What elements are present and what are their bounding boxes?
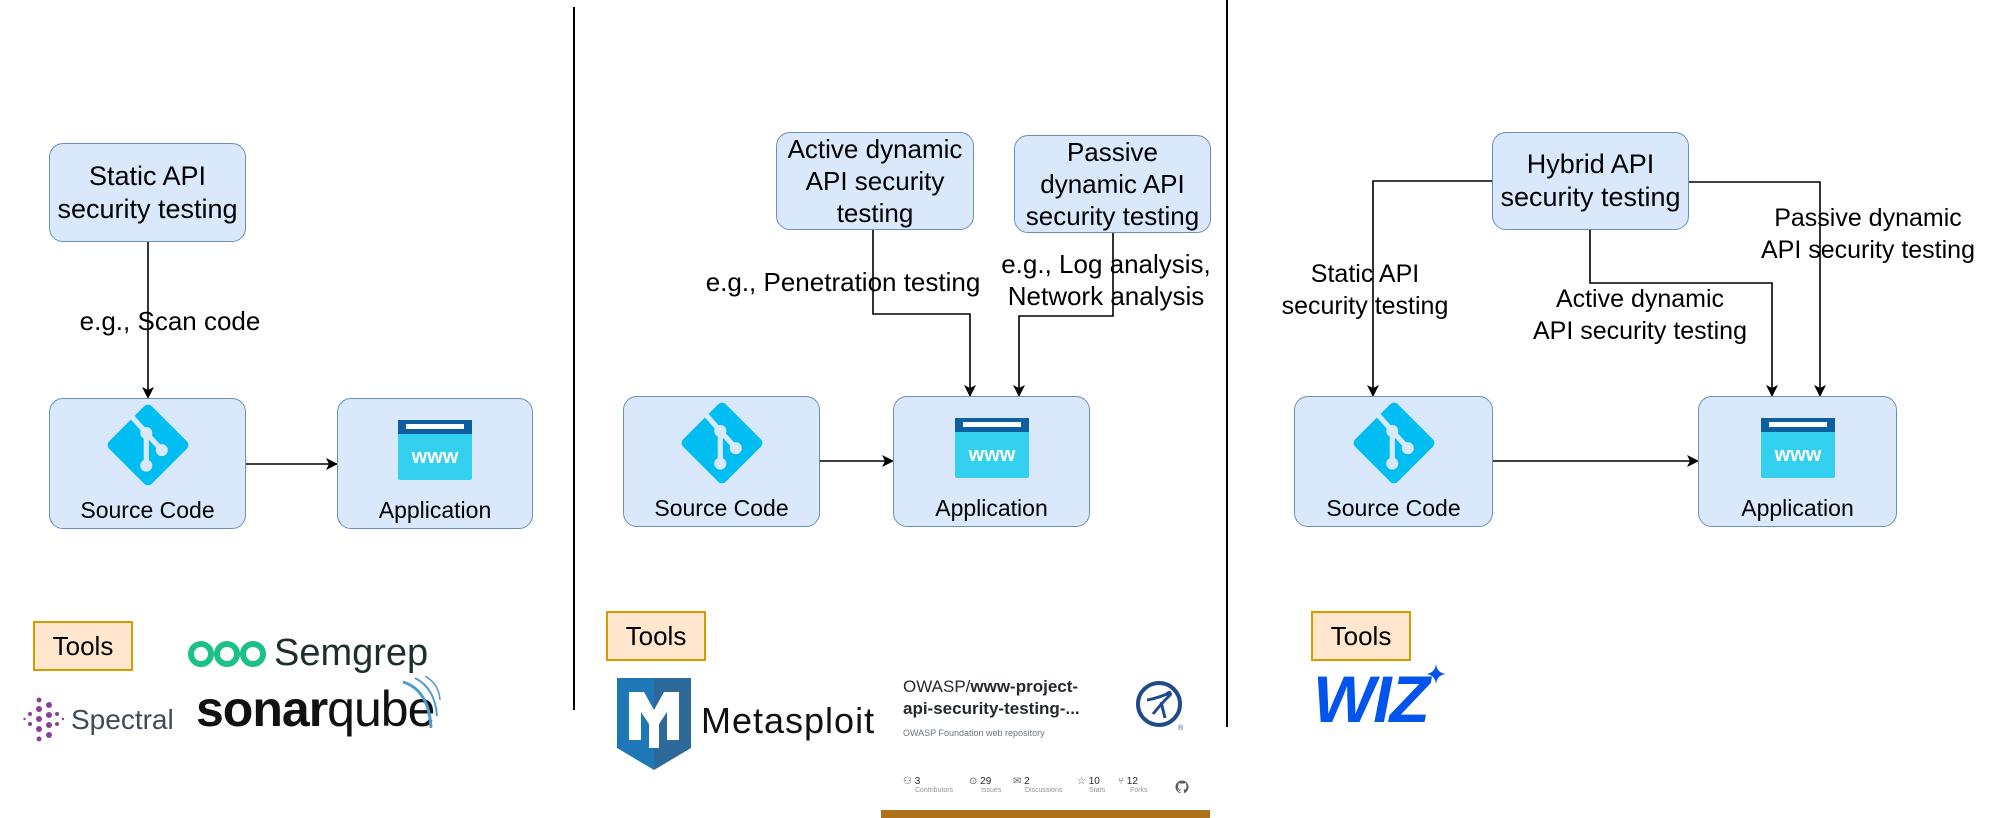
application-label-3: Application: [1741, 495, 1854, 521]
www-icon: www: [398, 420, 472, 480]
git-icon: [107, 404, 188, 486]
application-node-1[interactable]: www Application: [337, 398, 533, 529]
issues-count: 29: [980, 776, 992, 787]
hybrid-static-edge-label: Static API security testing: [1281, 260, 1449, 320]
fork-icon: ⑂: [1118, 776, 1124, 787]
source-code-label-2: Source Code: [654, 495, 789, 521]
source-code-node-3[interactable]: Source Code: [1294, 396, 1493, 527]
www-icon: www: [954, 418, 1029, 478]
passive-dynamic-testing-node[interactable]: Passive dynamic API security testing: [1014, 135, 1211, 233]
repo-name-line1: www-project-: [970, 677, 1079, 696]
semgrep-name: Semgrep: [274, 632, 429, 674]
hybrid-testing-node[interactable]: Hybrid API security testing: [1492, 132, 1689, 230]
github-repo-card[interactable]: OWASP/www-project- api-security-testing-…: [881, 672, 1210, 818]
discussion-icon: ✉: [1013, 776, 1022, 787]
issue-icon: ⊙: [969, 776, 978, 787]
tools-badge-2: Tools: [606, 611, 706, 661]
application-node-2[interactable]: www Application: [893, 396, 1090, 527]
stat-contributors: ⚇ 3 Contributors: [903, 776, 953, 794]
owasp-logo-icon: ®: [1136, 681, 1184, 732]
spectral-name: Spectral: [71, 704, 174, 735]
spectral-dots-icon: [23, 697, 65, 742]
github-icon[interactable]: [1175, 780, 1189, 794]
stars-count: 10: [1088, 776, 1100, 787]
repo-card-accent-bar: [881, 810, 1210, 818]
contributors-count: 3: [914, 776, 921, 787]
svg-text:®: ®: [1178, 724, 1184, 732]
sonarqube-name: sonarqube: [196, 680, 435, 738]
sonar-waves-icon: [402, 676, 441, 729]
edge-hybrid-active-to-app: [1589, 230, 1778, 397]
metasploit-shield-icon: [617, 678, 691, 770]
passive-dynamic-testing-label: Passive dynamic API security testing: [1025, 137, 1200, 231]
repo-description: OWASP Foundation web repository: [903, 728, 1045, 738]
source-code-node-1[interactable]: Source Code: [49, 398, 246, 529]
application-label-1: Application: [378, 497, 492, 523]
www-icon: www: [1760, 418, 1835, 478]
metasploit-name: Metasploit: [701, 700, 876, 741]
hybrid-testing-label: Hybrid API security testing: [1500, 149, 1681, 212]
penetration-testing-edge-label: e.g., Penetration testing: [705, 267, 981, 297]
tools-badge-3: Tools: [1311, 611, 1411, 661]
wiz-name: WIZ: [1313, 662, 1430, 736]
spectral-logo: Spectral: [23, 697, 174, 743]
edge-hybrid-to-source: [1367, 180, 1492, 397]
repo-name-line2: api-security-testing-...: [903, 699, 1080, 718]
hybrid-active-edge-label: Active dynamic API security testing: [1533, 285, 1747, 345]
forks-label: Forks: [1130, 787, 1148, 794]
edge-active-to-app: [872, 230, 976, 397]
source-code-node-2[interactable]: Source Code: [623, 396, 820, 527]
www-text: www: [411, 446, 459, 468]
wiz-logo: WIZ: [1313, 664, 1453, 734]
git-icon: [681, 402, 762, 484]
tools-badge-1: Tools: [33, 621, 133, 671]
semgrep-logo: Semgrep: [188, 632, 428, 675]
edge-hybrid-passive-to-app: [1689, 181, 1826, 397]
active-dynamic-testing-label: Active dynamic API security testing: [787, 134, 963, 228]
static-testing-label: Static API security testing: [57, 160, 238, 224]
sonarqube-name-bold: sonar: [196, 681, 328, 737]
stars-label: Stars: [1089, 787, 1106, 794]
issues-label: Issues: [981, 787, 1002, 794]
application-node-3[interactable]: www Application: [1698, 396, 1897, 527]
panel-divider-left: [573, 7, 575, 710]
source-code-label-3: Source Code: [1326, 495, 1461, 521]
wiz-sparkle-icon: [1426, 664, 1446, 684]
active-dynamic-testing-node[interactable]: Active dynamic API security testing: [776, 132, 974, 230]
forks-count: 12: [1126, 776, 1138, 787]
stat-stars: ☆ 10 Stars: [1077, 776, 1105, 794]
metasploit-logo: Metasploit: [617, 678, 874, 772]
www-text: www: [1773, 444, 1821, 466]
source-code-label-1: Source Code: [80, 497, 215, 523]
www-text: www: [967, 444, 1015, 466]
sonarqube-logo: sonarqube: [196, 676, 446, 740]
hybrid-passive-edge-label: Passive dynamic API security testing: [1761, 204, 1975, 264]
discussions-count: 2: [1024, 776, 1030, 787]
discussions-label: Discussions: [1025, 787, 1063, 794]
scan-code-edge-label: e.g., Scan code: [79, 306, 261, 336]
star-icon: ☆: [1077, 776, 1086, 787]
repo-title: OWASP/www-project- api-security-testing-…: [903, 676, 1123, 720]
stat-issues: ⊙ 29 Issues: [969, 776, 1001, 794]
static-testing-node[interactable]: Static API security testing: [49, 143, 246, 242]
stat-discussions: ✉ 2 Discussions: [1013, 776, 1062, 794]
semgrep-rings-icon: [188, 640, 266, 667]
people-icon: ⚇: [903, 776, 912, 787]
log-network-analysis-edge-label: e.g., Log analysis, Network analysis: [1001, 249, 1211, 311]
stat-forks: ⑂ 12 Forks: [1118, 776, 1148, 794]
git-icon: [1353, 402, 1434, 484]
panel-divider-right: [1226, 0, 1228, 727]
edge-passive-to-app: [1013, 233, 1114, 397]
contributors-label: Contributors: [915, 787, 954, 794]
application-label-2: Application: [935, 495, 1048, 521]
repo-owner: OWASP/: [903, 677, 971, 696]
